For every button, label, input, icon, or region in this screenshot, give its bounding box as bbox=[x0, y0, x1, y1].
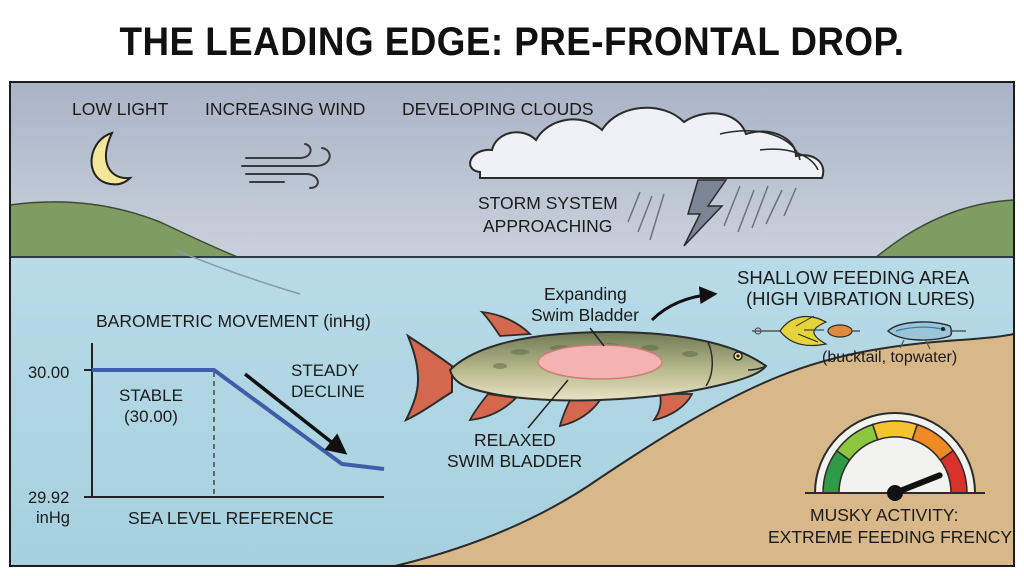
developing-clouds-label: DEVELOPING CLOUDS bbox=[402, 99, 594, 119]
stable-label-line2: (30.00) bbox=[124, 407, 178, 426]
y-bottom-label: 29.92 bbox=[28, 489, 69, 507]
low-light-label: LOW LIGHT bbox=[72, 99, 169, 119]
wind-icon bbox=[241, 143, 331, 189]
storm-label-line1: STORM SYSTEM bbox=[478, 193, 618, 213]
migration-arrow bbox=[650, 286, 718, 322]
barometer-title: BAROMETRIC MOVEMENT (inHg) bbox=[96, 311, 371, 331]
right-hill bbox=[872, 199, 1014, 259]
relaxed-label-line1: RELAXED bbox=[474, 430, 556, 450]
relaxed-label-line2: SWIM BLADDER bbox=[447, 451, 582, 471]
anal-fin bbox=[468, 393, 518, 422]
rain-icon bbox=[627, 185, 797, 241]
decline-label-line2: DECLINE bbox=[291, 382, 365, 401]
gauge-segment bbox=[871, 420, 919, 441]
bucktail-lure-icon bbox=[752, 315, 860, 347]
moon-icon bbox=[90, 131, 133, 186]
decline-arrow bbox=[243, 372, 348, 455]
dorsal-fin bbox=[479, 310, 533, 337]
musky-fish bbox=[403, 310, 768, 428]
feeding-title-line1: SHALLOW FEEDING AREA bbox=[737, 267, 970, 288]
pressure-line bbox=[92, 368, 385, 471]
lures-caption: (bucktail, topwater) bbox=[822, 349, 957, 366]
diagram-title: THE LEADING EDGE: PRE-FRONTAL DROP. bbox=[119, 20, 905, 64]
lightning-icon bbox=[683, 179, 728, 247]
swim-bladder bbox=[537, 344, 663, 380]
x-axis-label: SEA LEVEL REFERENCE bbox=[128, 508, 334, 528]
gauge-caption-line2: EXTREME FEEDING FRENCY bbox=[768, 527, 1012, 547]
y-bottom-unit: inHg bbox=[36, 509, 70, 527]
pectoral-fin bbox=[651, 393, 694, 422]
storm-label-line2: APPROACHING bbox=[483, 216, 612, 236]
panel-border bbox=[9, 81, 1015, 567]
gauge-needle bbox=[892, 472, 943, 496]
pelvic-fin bbox=[558, 395, 602, 428]
gauge-hub bbox=[887, 485, 903, 501]
expanding-label-line2: Swim Bladder bbox=[531, 305, 639, 325]
gauge-caption-line1: MUSKY ACTIVITY: bbox=[810, 505, 958, 525]
stable-label-line1: STABLE bbox=[119, 386, 183, 405]
left-hill bbox=[10, 201, 241, 259]
tail-fin bbox=[403, 333, 453, 422]
lake-bed bbox=[394, 332, 1014, 566]
increasing-wind-label: INCREASING WIND bbox=[205, 99, 365, 119]
expanding-label-line1: Expanding bbox=[544, 284, 627, 304]
topwater-lure-icon bbox=[886, 321, 966, 350]
y-top-label: 30.00 bbox=[28, 364, 69, 382]
activity-gauge bbox=[805, 412, 985, 501]
barometer-chart: BAROMETRIC MOVEMENT (inHg) 30.00 29.92 i… bbox=[28, 311, 385, 528]
feeding-title-line2: (HIGH VIBRATION LURES) bbox=[746, 288, 975, 309]
decline-label-line1: STEADY bbox=[291, 361, 359, 380]
